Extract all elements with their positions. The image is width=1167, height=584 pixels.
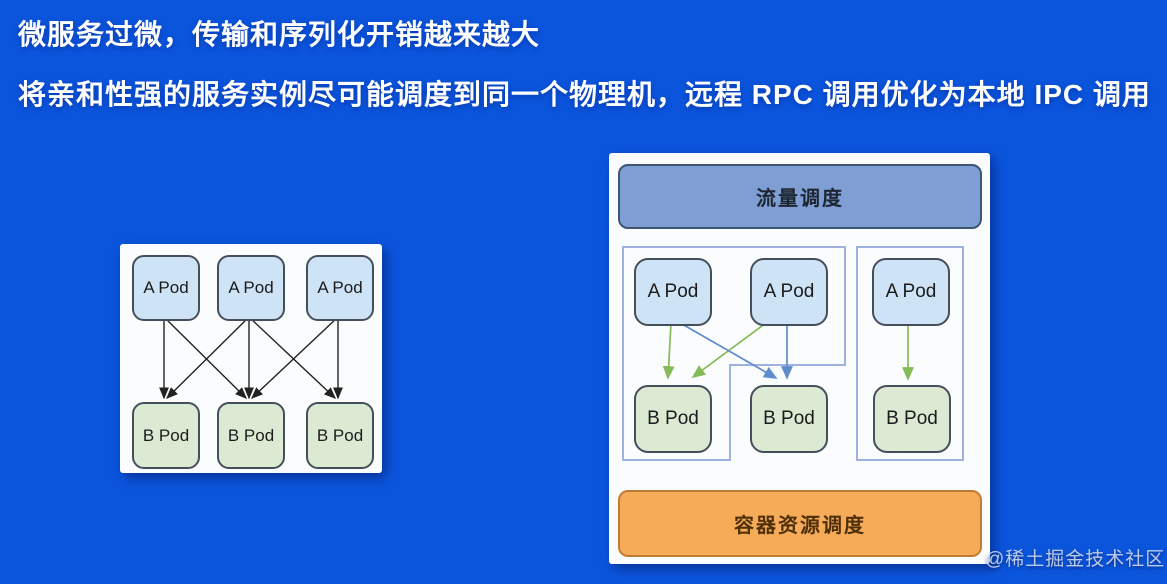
edge-arrow-black — [163, 316, 247, 399]
right-diagram-panel: 流量调度 A Pod A Pod A Pod B Pod B Pod B Pod… — [609, 153, 990, 564]
pod-label: A Pod — [885, 281, 937, 302]
right-b-pod-2: B Pod — [750, 385, 828, 453]
left-a-pod-2: A Pod — [217, 255, 285, 321]
title-line-1: 微服务过微，传输和序列化开销越来越大 — [18, 19, 541, 50]
right-a-pod-2: A Pod — [750, 258, 828, 326]
pod-label: B Pod — [647, 408, 699, 429]
resource-scheduling-bar: 容器资源调度 — [618, 490, 982, 557]
pod-label: A Pod — [317, 278, 363, 297]
pod-label: B Pod — [316, 425, 364, 445]
right-b-pod-3: B Pod — [873, 385, 951, 453]
traffic-scheduling-label: 流量调度 — [756, 188, 844, 210]
pod-label: B Pod — [763, 408, 815, 429]
left-a-pod-1: A Pod — [132, 255, 200, 321]
left-b-pod-2: B Pod — [217, 402, 285, 469]
edge-arrow-black — [248, 316, 337, 399]
edge-arrow-black — [166, 316, 250, 399]
machine-2-outline — [856, 246, 964, 461]
left-diagram-panel: A Pod A Pod A Pod B Pod B Pod B Pod — [120, 244, 382, 473]
title-line-2: 将亲和性强的服务实例尽可能调度到同一个物理机，远程 RPC 调用优化为本地 IP… — [18, 79, 1151, 110]
right-a-pod-3: A Pod — [872, 258, 950, 326]
left-b-pod-1: B Pod — [132, 402, 200, 469]
pod-label: B Pod — [886, 408, 938, 429]
left-arrows-svg — [159, 316, 343, 400]
pod-label: A Pod — [143, 278, 189, 297]
edge-arrow-green — [662, 322, 675, 380]
pod-label: B Pod — [227, 425, 275, 445]
pod-label: A Pod — [647, 281, 699, 302]
left-a-pod-3: A Pod — [306, 255, 374, 321]
traffic-scheduling-bar: 流量调度 — [618, 164, 982, 229]
machine-1-outline — [622, 246, 846, 461]
pod-label: A Pod — [228, 278, 274, 297]
watermark: @稀土掘金技术社区 — [985, 549, 1166, 570]
right-b-pod-1: B Pod — [634, 385, 712, 453]
right-arrows-svg — [622, 246, 964, 461]
edge-arrow-blue — [681, 323, 778, 379]
right-a-pod-1: A Pod — [634, 258, 712, 326]
pod-label: A Pod — [763, 281, 815, 302]
pod-label: B Pod — [142, 425, 190, 445]
edge-arrow-black — [250, 316, 339, 399]
resource-scheduling-label: 容器资源调度 — [734, 515, 866, 537]
edge-arrow-green — [691, 322, 767, 379]
left-b-pod-3: B Pod — [306, 402, 374, 469]
